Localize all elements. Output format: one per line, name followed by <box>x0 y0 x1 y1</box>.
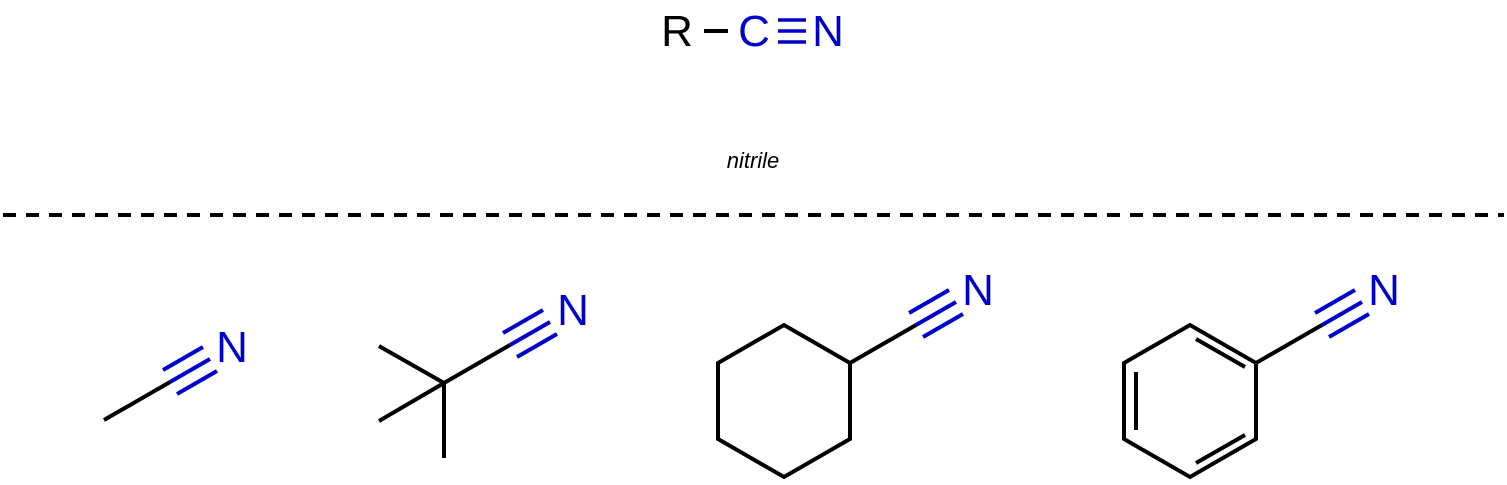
nitrogen-label: N <box>1368 266 1400 315</box>
aromatic-inner-bonds <box>1134 337 1246 465</box>
nitrogen-label: N <box>216 323 248 372</box>
general-formula: R C N <box>661 7 844 56</box>
nitrogen-label: N <box>962 266 994 315</box>
triple-bond <box>778 18 806 44</box>
tert-butyl-bonds <box>377 343 511 458</box>
bond-ch3-c <box>103 380 171 422</box>
molecule-benzonitrile: N <box>1122 266 1400 480</box>
carbon-label: C <box>738 7 770 56</box>
class-name-caption: nitrile <box>727 148 780 173</box>
nitrogen-label: N <box>812 7 844 56</box>
bond-ring-c <box>849 323 917 365</box>
cn-triple-bond <box>1314 288 1370 339</box>
molecule-cyclohexanecarbonitrile: N <box>716 266 994 480</box>
molecule-acetonitrile: N <box>103 323 248 422</box>
cyclohexane-ring <box>716 322 852 480</box>
r-group-label: R <box>661 7 693 56</box>
bond-ring-c <box>1255 323 1323 365</box>
cn-triple-bond <box>502 308 558 359</box>
molecule-pivalonitrile: N <box>377 286 589 458</box>
benzene-ring <box>1122 322 1258 480</box>
cn-triple-bond <box>908 288 964 339</box>
cn-triple-bond <box>162 345 218 396</box>
nitrogen-label: N <box>557 286 589 335</box>
